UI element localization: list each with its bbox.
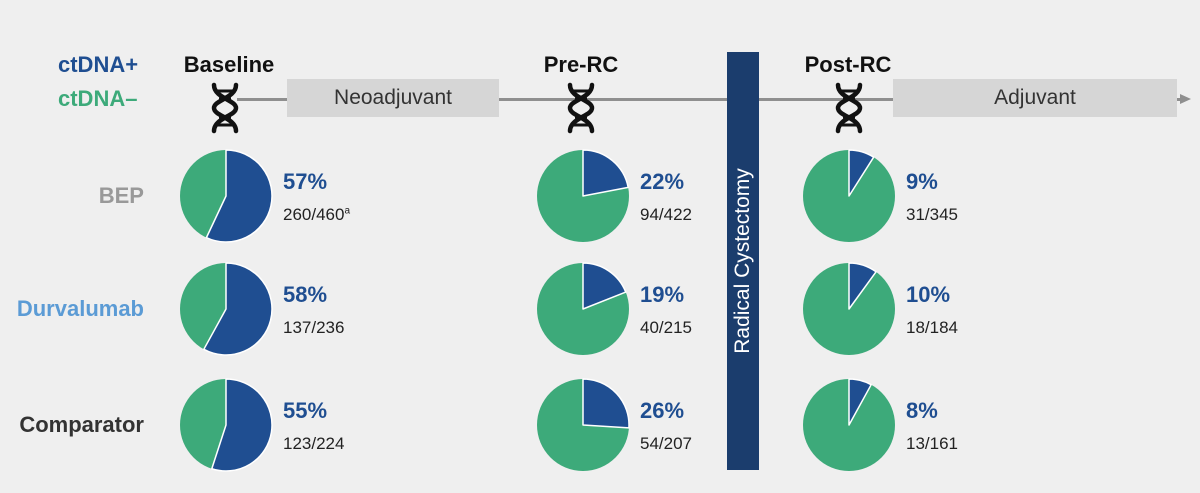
row-label-comparator: Comparator xyxy=(19,412,144,437)
timepoint-baseline: Baseline xyxy=(183,52,275,77)
fraction-text: 137/236 xyxy=(283,318,345,337)
pie-durvalumab-baseline xyxy=(180,262,273,356)
legend-ctdna-negative: ctDNA– xyxy=(58,86,138,111)
pie-slice-ctdna-positive xyxy=(582,149,629,197)
timepoint-post-rc: Post-RC xyxy=(804,52,892,77)
fraction-text: 54/207 xyxy=(640,434,692,453)
pie-slice-ctdna-positive xyxy=(848,378,872,426)
radical-cystectomy-label: Radical Cystectomy xyxy=(731,168,754,354)
pie-fraction-label: 18/184 xyxy=(906,318,958,338)
timeline-arrow-icon xyxy=(1180,94,1191,104)
pie-percent-label: 26% xyxy=(640,398,685,423)
pie-percent-label: 22% xyxy=(640,169,685,194)
row-label-durvalumab: Durvalumab xyxy=(16,296,144,321)
pie-comparator-pre-rc xyxy=(537,378,630,471)
pie-slice-ctdna-positive xyxy=(848,149,875,197)
fraction-text: 13/161 xyxy=(906,434,958,453)
pie-comparator-post-rc xyxy=(803,378,895,471)
fraction-text: 260/460 xyxy=(283,205,345,224)
pie-durvalumab-post-rc xyxy=(803,262,895,355)
row-label-bep: BEP xyxy=(98,183,144,208)
legend-ctdna-positive: ctDNA+ xyxy=(58,52,139,77)
pie-fraction-label: 260/460a xyxy=(283,205,350,225)
pie-percent-label: 10% xyxy=(906,282,951,307)
pie-slice-ctdna-positive xyxy=(203,262,273,356)
pie-percent-label: 8% xyxy=(906,398,938,423)
pie-fraction-label: 137/236 xyxy=(283,318,344,338)
pie-fraction-label: 94/422 xyxy=(640,205,692,225)
pie-slice-ctdna-positive xyxy=(582,378,630,429)
pie-percent-label: 19% xyxy=(640,282,685,307)
timepoint-pre-rc: Pre-RC xyxy=(543,52,619,77)
pie-percent-label: 9% xyxy=(906,169,938,194)
fraction-text: 40/215 xyxy=(640,318,692,337)
timeline-line xyxy=(237,98,1182,101)
pie-slice-ctdna-positive xyxy=(211,378,273,472)
fraction-text: 31/345 xyxy=(906,205,958,224)
fraction-text: 18/184 xyxy=(906,318,958,337)
pie-percent-label: 58% xyxy=(283,282,328,307)
pie-fraction-label: 40/215 xyxy=(640,318,692,338)
phase-neoadjuvant: Neoadjuvant xyxy=(287,79,499,117)
pie-bep-pre-rc xyxy=(537,149,629,242)
pie-percent-label: 55% xyxy=(283,398,328,423)
pie-fraction-label: 31/345 xyxy=(906,205,958,225)
phase-adjuvant: Adjuvant xyxy=(893,79,1177,117)
pie-percent-label: 57% xyxy=(283,169,328,194)
footnote-marker: a xyxy=(344,205,351,217)
dna-icon xyxy=(211,82,239,134)
pie-durvalumab-pre-rc xyxy=(537,262,629,355)
pie-slice-ctdna-positive xyxy=(848,262,877,310)
pie-bep-post-rc xyxy=(803,149,895,242)
fraction-text: 94/422 xyxy=(640,205,692,224)
pie-fraction-label: 13/161 xyxy=(906,434,958,454)
pie-bep-baseline xyxy=(180,149,273,243)
pie-slice-ctdna-positive xyxy=(205,149,273,243)
pie-fraction-label: 54/207 xyxy=(640,434,692,454)
dna-icon xyxy=(835,82,863,134)
radical-cystectomy-bar: Radical Cystectomy xyxy=(727,52,759,470)
pie-fraction-label: 123/224 xyxy=(283,434,344,454)
pie-comparator-baseline xyxy=(180,378,273,472)
dna-icon xyxy=(567,82,595,134)
fraction-text: 123/224 xyxy=(283,434,345,453)
pie-slice-ctdna-positive xyxy=(582,262,627,310)
